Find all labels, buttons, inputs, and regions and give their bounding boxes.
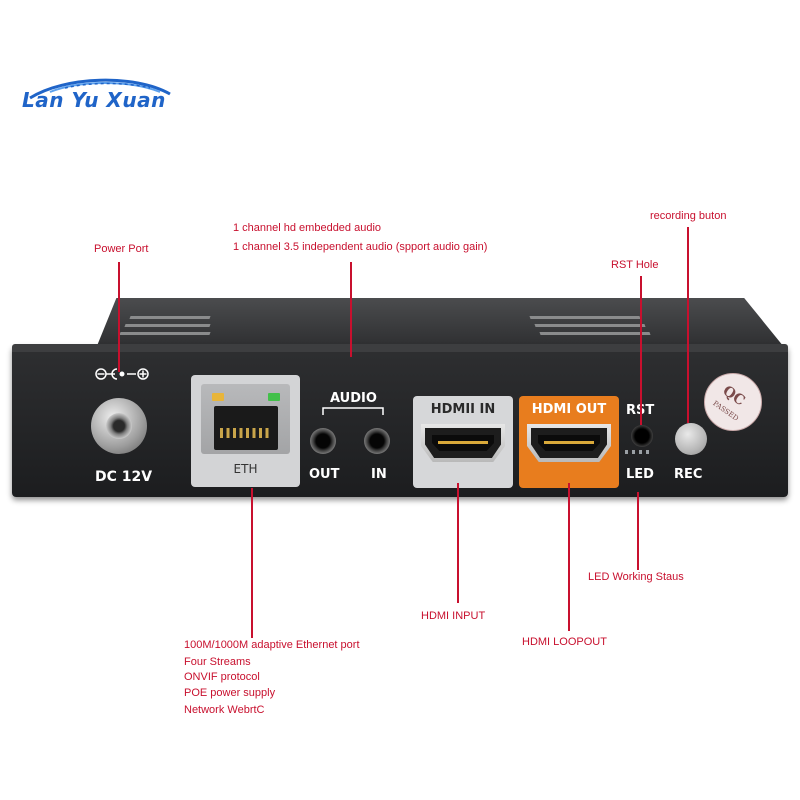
callout-line-hdmi-out [568,483,570,631]
qc-passed-sticker [704,373,762,431]
ethernet-activity-led [212,393,224,401]
callout-line-eth [251,488,253,638]
hdmi-in-pins [438,441,488,444]
callout-ethernet-line: POE power supply [184,687,276,699]
callout-line-rst [640,276,642,425]
vent-slot [539,332,651,335]
dc-label: DC 12V [95,469,153,485]
audio-in-jack [364,428,390,454]
rst-hole [631,425,653,447]
callout-audio-line2: 1 channel 3.5 independent audio (spport … [233,241,488,253]
callout-rst-hole: RST Hole [611,259,659,271]
callout-line-power [118,262,120,372]
callout-audio-line1: 1 channel hd embedded audio [233,222,382,234]
hdmi-out-label: HDMI OUT [531,402,607,417]
audio-label: AUDIO [330,391,377,406]
callout-hdmi-loopout: HDMI LOOPOUT [522,636,607,648]
audio-out-jack [310,428,336,454]
callout-led-status: LED Working Staus [588,571,684,583]
callout-ethernet-line: Four Streams [184,656,251,668]
callout-recording-button: recording buton [650,210,727,222]
dc-power-jack-center [106,413,132,439]
dc-polarity-icon [95,368,149,380]
rec-button [675,423,707,455]
logo-text: Lan Yu Xuan [22,88,166,112]
callout-hdmi-input: HDMI INPUT [421,610,486,622]
hdmi-in-label: HDMII IN [430,402,496,417]
logo-swoosh [29,78,171,100]
audio-in-label: IN [371,467,387,482]
ethernet-pins [220,428,272,438]
rec-label: REC [674,467,703,482]
hdmi-out-pins [544,441,594,444]
callout-line-rec [687,227,689,423]
vent-slot [534,324,646,327]
callout-line-hdmi-in [457,483,459,603]
eth-label: ETH [233,462,258,476]
device-edge [12,344,788,352]
audio-out-label: OUT [309,467,340,482]
vent-slot [119,332,211,335]
audio-bracket [322,407,384,415]
vent-slot [124,324,211,327]
callout-line-audio [350,262,352,357]
callout-power-port: Power Port [94,243,149,255]
ethernet-link-led [268,393,280,401]
vent-slot [529,316,641,319]
brand-logo: Lan Yu Xuan [20,76,185,122]
vent-slot [129,316,211,319]
led-indicator-holes [625,450,653,454]
callout-line-led [637,492,639,570]
callout-ethernet-line: 100M/1000M adaptive Ethernet port [184,639,360,651]
led-label: LED [626,467,654,482]
callout-ethernet-line: ONVIF protocol [184,671,260,683]
callout-ethernet-line: Network WebrtC [184,704,265,716]
